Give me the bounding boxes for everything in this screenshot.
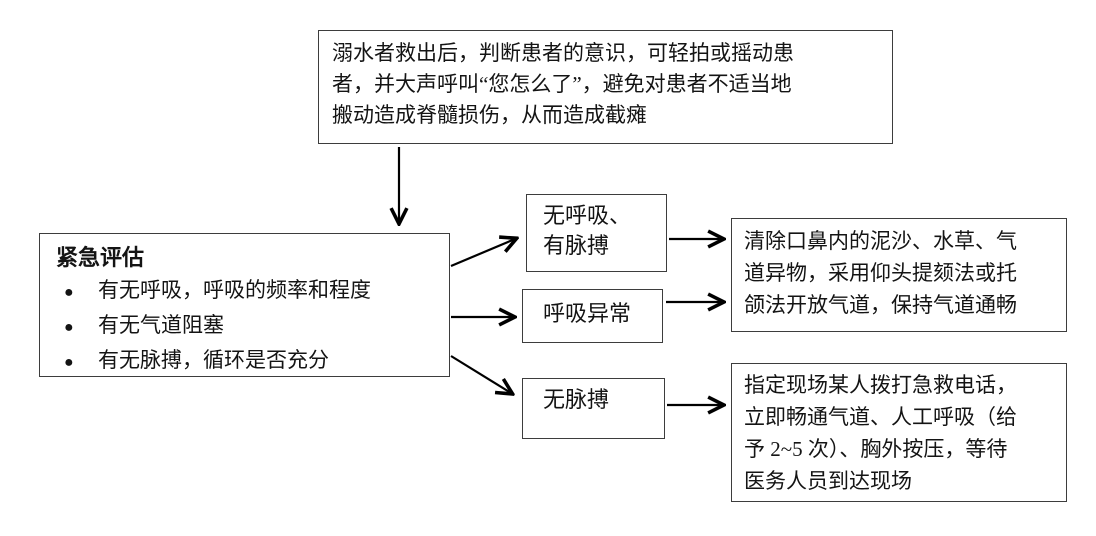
emergency-assessment-box: 紧急评估 ● 有无呼吸，呼吸的频率和程度 ● 有无气道阻塞 ● 有无脉搏，循环是… [39,233,450,377]
arrow-assessment-to-no-pulse [450,355,511,393]
action-line: 予 2~5 次）、胸外按压，等待 [744,437,1008,461]
emergency-assessment-title: 紧急评估 [56,245,145,270]
action-clear-airway-box: 清除口鼻内的泥沙、水草、气 道异物，采用仰头提颏法或托 颌法开放气道，保持气道通… [731,218,1067,332]
assessment-item-label: 有无气道阻塞 [98,313,224,337]
condition-label: 呼吸异常 [543,301,632,326]
assessment-bullet-item: ● 有无呼吸，呼吸的频率和程度 [56,274,449,309]
arrow-assessment-to-no-breathing [450,239,515,268]
action-line: 指定现场某人拨打急救电话， [744,373,1017,397]
condition-abnormal-breathing-box: 呼吸异常 [522,289,663,343]
condition-label: 无脉搏 [543,387,610,412]
top-box-line: 搬动造成脊髓损伤，从而造成截瘫 [332,103,647,127]
assessment-item-label: 有无脉搏，循环是否充分 [98,348,329,372]
action-line: 医务人员到达现场 [744,469,912,493]
bullet-icon: ● [64,319,74,336]
assessment-item-label: 有无呼吸，呼吸的频率和程度 [98,278,371,302]
condition-no-pulse-box: 无脉搏 [522,378,665,439]
action-line: 清除口鼻内的泥沙、水草、气 [744,229,1017,253]
bullet-icon: ● [64,354,74,371]
action-line: 立即畅通气道、人工呼吸（给 [744,405,1017,429]
initial-consciousness-check-box: 溺水者救出后，判断患者的意识，可轻拍或摇动患 者，并大声呼叫“您怎么了”，避免对… [318,30,893,144]
condition-label-line: 有脉搏 [543,233,610,258]
condition-label-line: 无呼吸、 [543,203,632,228]
assessment-bullet-item: ● 有无气道阻塞 [56,309,449,344]
bullet-icon: ● [64,284,74,301]
top-box-line: 者，并大声呼叫“您怎么了”，避免对患者不适当地 [332,72,792,96]
action-line: 颌法开放气道，保持气道通畅 [744,293,1017,317]
action-call-emergency-cpr-box: 指定现场某人拨打急救电话， 立即畅通气道、人工呼吸（给 予 2~5 次）、胸外按… [731,363,1067,502]
top-box-line: 溺水者救出后，判断患者的意识，可轻拍或摇动患 [332,41,794,65]
assessment-bullet-item: ● 有无脉搏，循环是否充分 [56,344,449,379]
action-line: 道异物，采用仰头提颏法或托 [744,261,1017,285]
condition-no-breathing-has-pulse-box: 无呼吸、 有脉搏 [526,194,667,272]
